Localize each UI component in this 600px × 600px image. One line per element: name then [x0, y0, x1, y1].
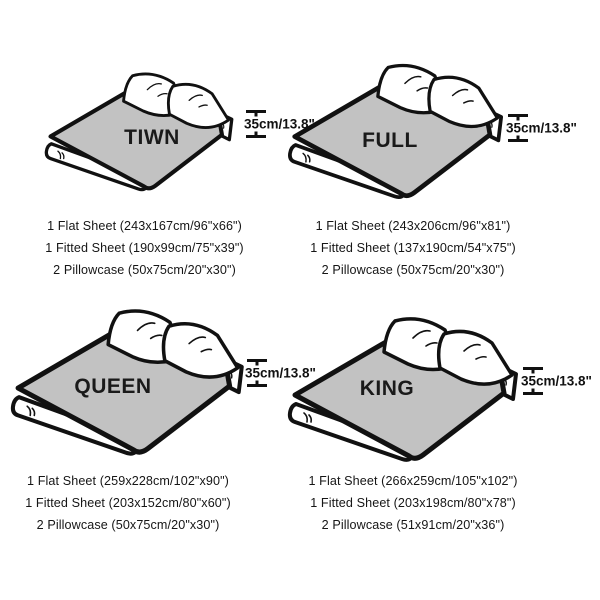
height-label: 35cm/13.8"	[243, 116, 316, 132]
bed-size-label: TIWN	[124, 126, 180, 149]
spec-list: 1 Flat Sheet (259x228cm/102"x90") 1 Fitt…	[8, 470, 248, 536]
spec-line: 2 Pillowcase (50x75cm/20"x30")	[321, 263, 505, 277]
bed-size-label: QUEEN	[74, 375, 152, 398]
spec-line: 1 Flat Sheet (259x228cm/102"x90")	[27, 474, 229, 488]
spec-line: 1 Fitted Sheet (203x198cm/80"x78")	[310, 496, 516, 510]
bed-size-label: KING	[359, 377, 415, 400]
height-label: 35cm/13.8"	[505, 120, 578, 136]
spec-line: 2 Pillowcase (51x91cm/20"x36")	[321, 518, 505, 532]
spec-line: 1 Fitted Sheet (203x152cm/80"x60")	[25, 496, 231, 510]
spec-line: 2 Pillowcase (50x75cm/20"x30")	[53, 263, 236, 277]
spec-line: 1 Flat Sheet (243x206cm/96"x81")	[315, 219, 511, 233]
spec-list: 1 Flat Sheet (243x167cm/96"x66") 1 Fitte…	[22, 215, 267, 281]
spec-list: 1 Flat Sheet (243x206cm/96"x81") 1 Fitte…	[293, 215, 533, 281]
bed-size-label: FULL	[362, 129, 418, 152]
spec-list: 1 Flat Sheet (266x259cm/105"x102") 1 Fit…	[292, 470, 534, 536]
spec-line: 1 Flat Sheet (266x259cm/105"x102")	[308, 474, 518, 488]
spec-line: 2 Pillowcase (50x75cm/20"x30")	[36, 518, 220, 532]
height-label: 35cm/13.8"	[244, 365, 317, 381]
spec-line: 1 Flat Sheet (243x167cm/96"x66")	[47, 219, 242, 233]
spec-line: 1 Fitted Sheet (190x99cm/75"x39")	[45, 241, 244, 255]
height-annotation: 35cm/13.8"	[520, 366, 593, 396]
height-annotation: 35cm/13.8"	[243, 109, 316, 139]
spec-line: 1 Fitted Sheet (137x190cm/54"x75")	[310, 241, 516, 255]
height-label: 35cm/13.8"	[520, 373, 593, 389]
height-annotation: 35cm/13.8"	[244, 358, 317, 388]
height-annotation: 35cm/13.8"	[505, 113, 578, 143]
